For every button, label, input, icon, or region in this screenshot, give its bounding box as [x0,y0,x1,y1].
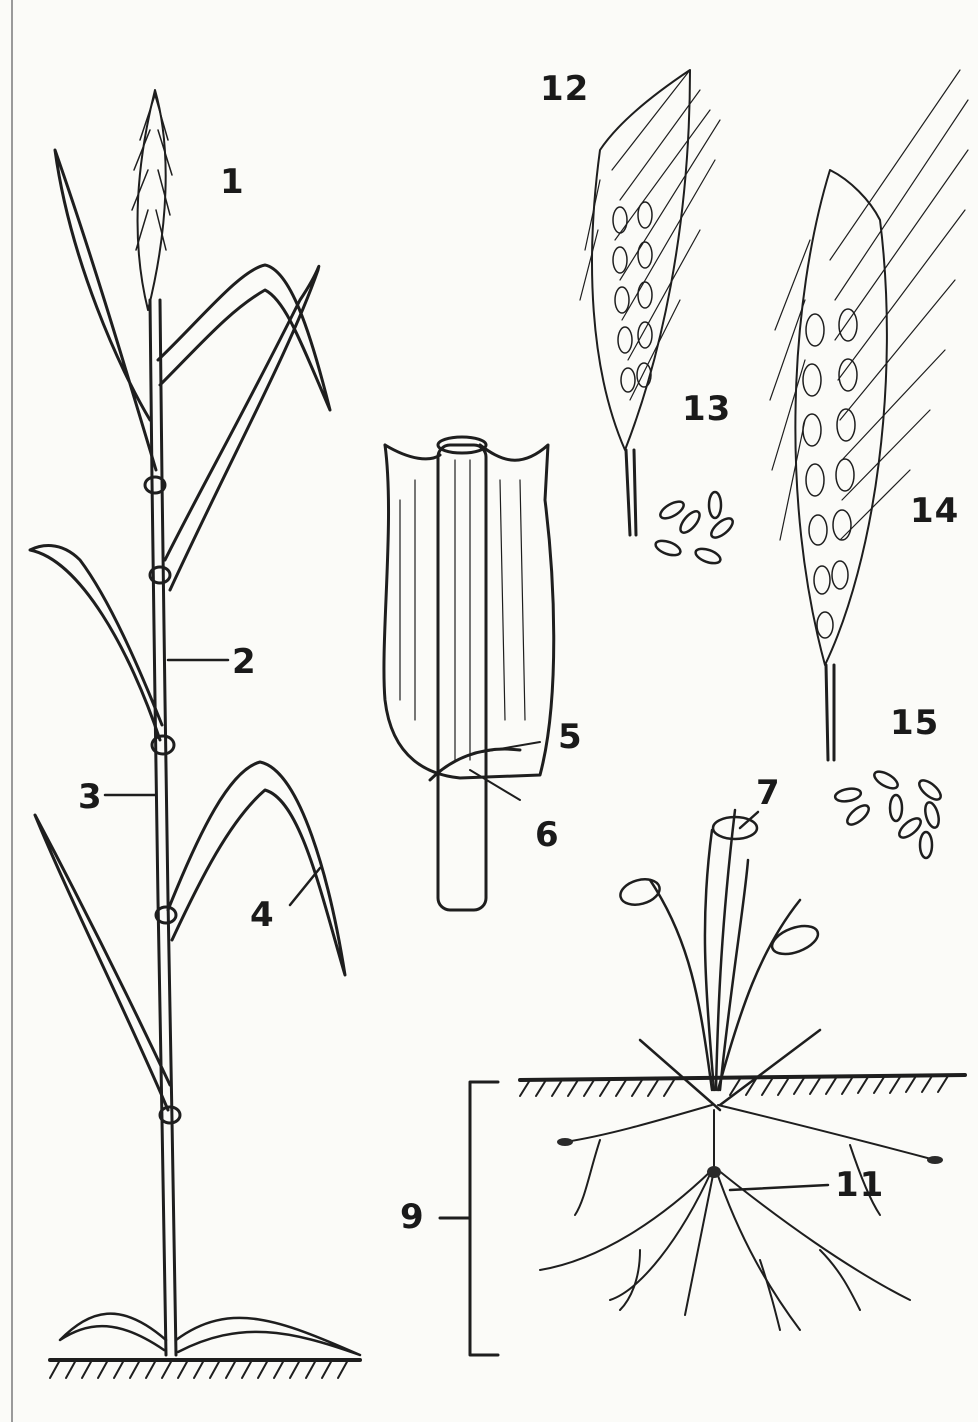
label-12: 12 [540,72,589,106]
label-9: 9 [400,1200,425,1234]
label-leaders [105,660,758,905]
leaf-sheath-detail [384,437,554,910]
label-3: 3 [78,780,103,814]
label-7: 7 [756,776,781,810]
label-2: 2 [232,645,257,679]
label-6: 6 [535,818,560,852]
label-14: 14 [910,494,959,528]
label-4: 4 [250,898,275,932]
spike-12 [580,70,720,535]
seedling-roots [440,810,965,1355]
label-5: 5 [558,720,583,754]
whole-plant [30,90,360,1378]
seeds-13 [654,492,736,566]
label-1: 1 [220,165,245,199]
label-13: 13 [682,392,731,426]
label-15: 15 [890,706,939,740]
spike-14 [770,70,968,760]
label-11: 11 [835,1168,884,1202]
seeds-15 [834,768,944,858]
